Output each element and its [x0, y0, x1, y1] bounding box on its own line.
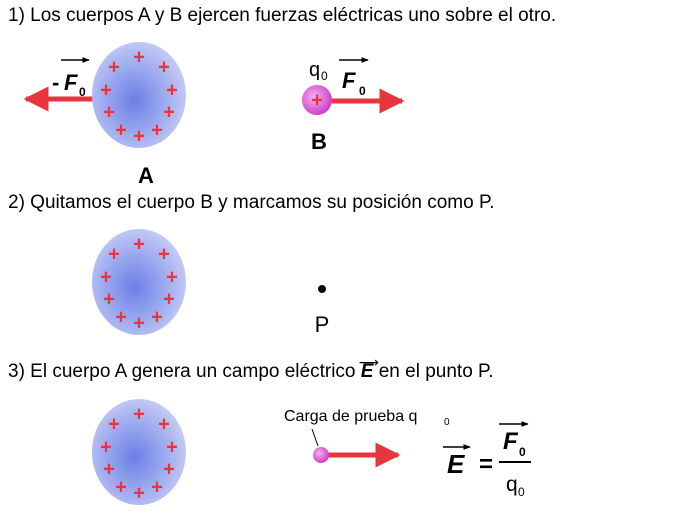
svg-text:0: 0 [519, 445, 526, 459]
formula-denominator: q [506, 473, 518, 496]
body-a-sphere-2 [92, 229, 186, 335]
svg-text:Carga de prueba q: Carga de prueba q [284, 408, 417, 425]
svg-text:0: 0 [321, 69, 328, 83]
body-a-sphere-1 [92, 42, 186, 148]
svg-text:0: 0 [79, 85, 86, 99]
force-f0-label: F 0 [339, 57, 369, 98]
body-b-label: B [311, 129, 327, 154]
test-charge-sphere [313, 447, 329, 463]
step3-text-before: 3) El cuerpo A genera un campo eléctrico [8, 361, 361, 382]
neg-force-label: - F 0 [52, 57, 90, 99]
formula-numerator: F [503, 428, 519, 455]
charge-q0-label: q 0 [309, 59, 328, 83]
step3-text-after: en el punto P. [373, 361, 494, 382]
svg-text:-: - [52, 70, 59, 95]
body-a-sphere-3 [92, 399, 186, 505]
field-vector-symbol: ⟶E [358, 354, 379, 382]
svg-text:F: F [342, 68, 356, 93]
svg-text:0: 0 [518, 485, 525, 499]
svg-text:F: F [64, 70, 78, 95]
svg-text:+: + [311, 89, 323, 111]
point-p-marker [318, 285, 326, 293]
test-charge-label: Carga de prueba q 0 [284, 408, 450, 428]
formula-lhs: E [447, 449, 465, 479]
svg-text:q: q [309, 59, 320, 81]
body-a-label: A [138, 163, 154, 188]
step3-text: 3) El cuerpo A genera un campo eléctrico… [8, 354, 494, 383]
charge-b-sphere: + [302, 85, 332, 115]
svg-text:0: 0 [444, 417, 450, 428]
point-p-label: P [315, 312, 330, 337]
field-formula: E = F 0 q 0 [443, 421, 531, 499]
svg-text:0: 0 [359, 84, 366, 98]
step2-text: 2) Quitamos el cuerpo B y marcamos su po… [8, 192, 495, 213]
step1-text: 1) Los cuerpos A y B ejercen fuerzas elé… [8, 5, 557, 26]
formula-equals: = [479, 451, 493, 478]
test-charge-pointer-line [311, 428, 319, 447]
